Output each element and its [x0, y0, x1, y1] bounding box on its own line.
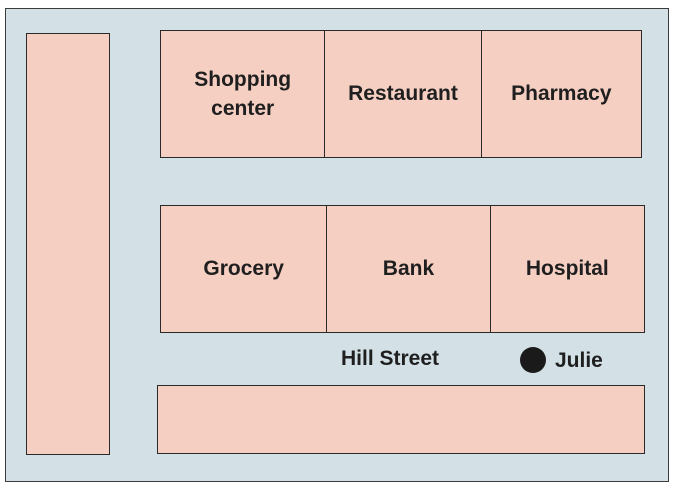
left-vertical-block [26, 33, 110, 455]
person-label: Julie [555, 349, 603, 372]
building-label: Hospital [525, 257, 609, 281]
street-label: Hill Street [341, 347, 440, 370]
street-map: Shopping center Restaurant Pharmacy Groc… [5, 8, 669, 482]
building-grocery: Grocery [161, 206, 326, 332]
building-label: Shopping center [194, 67, 292, 120]
julie-location-marker [520, 347, 546, 373]
top-building-row: Shopping center Restaurant Pharmacy [160, 30, 642, 158]
building-label: Bank [382, 257, 435, 281]
building-hospital: Hospital [489, 206, 644, 332]
building-restaurant: Restaurant [324, 31, 480, 157]
building-label: Grocery [203, 257, 284, 281]
building-label: Restaurant [348, 82, 458, 106]
building-bank: Bank [326, 206, 489, 332]
bottom-horizontal-block [157, 385, 645, 454]
building-shopping-center: Shopping center [161, 31, 324, 157]
middle-building-row: Grocery Bank Hospital [160, 205, 645, 333]
building-pharmacy: Pharmacy [480, 31, 641, 157]
building-label: Pharmacy [511, 82, 612, 106]
